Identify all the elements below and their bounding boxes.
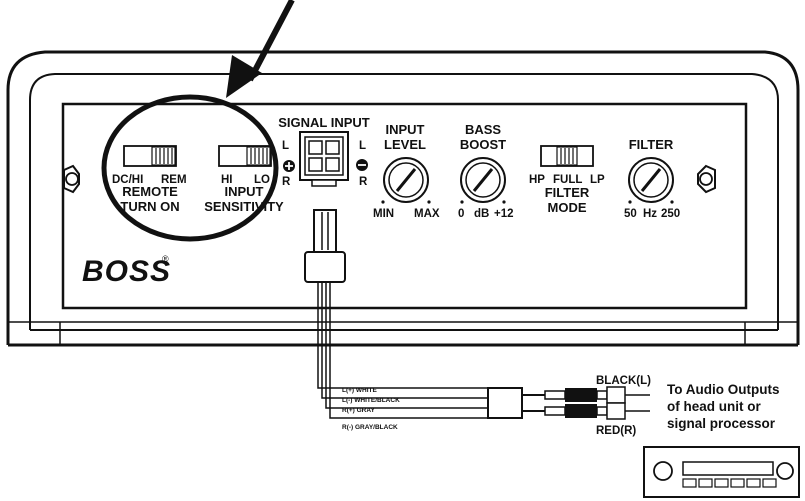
rca-splitter [487, 387, 566, 419]
filter-unit: Hz [643, 208, 657, 220]
filter-knob[interactable] [628, 157, 674, 203]
tick-dot [460, 200, 464, 204]
input-level-min: MIN [373, 208, 394, 220]
input-level-title-1: INPUT [386, 122, 425, 137]
sensitivity-left-label: HI [221, 174, 233, 186]
trademark-mark: ® [162, 254, 169, 264]
filter-mode-hp: HP [529, 174, 545, 186]
input-level-max: MAX [414, 208, 440, 220]
switch-knob [151, 146, 176, 166]
filter-title: FILTER [629, 137, 674, 152]
tick-dot [427, 200, 431, 204]
tick-dot [628, 200, 632, 204]
remote-right-label: REM [161, 174, 187, 186]
rca-red-label: RED(R) [596, 425, 636, 437]
minus-terminal-icon [356, 159, 368, 171]
caption-line-1: To Audio Outputs [667, 382, 779, 397]
remote-turn-on-switch[interactable] [123, 145, 177, 167]
sensitivity-title-1: INPUT [225, 184, 264, 199]
boss-logo: BOSS [82, 255, 171, 288]
wire-label-l-plus: L(+) WHITE [342, 387, 378, 394]
hex-screw-right-icon [697, 164, 716, 194]
bass-boost-low: 0 [458, 208, 464, 220]
wire-label-r-minus: R(-) GRAY/BLACK [342, 424, 398, 431]
tick-dot [670, 200, 674, 204]
hex-screw-left-icon [63, 164, 80, 194]
rca-plug-black [565, 386, 650, 404]
plus-terminal-icon [283, 160, 295, 172]
bass-boost-high: +12 [494, 208, 514, 220]
signal-input-connector[interactable] [299, 131, 349, 187]
remote-title-1: REMOTE [122, 184, 178, 199]
bass-boost-knob[interactable] [460, 157, 506, 203]
filter-mode-full: FULL [553, 174, 582, 186]
bass-boost-unit: dB [474, 208, 489, 220]
input-sensitivity-switch[interactable] [218, 145, 272, 167]
caption-line-3: signal processor [667, 416, 776, 431]
switch-knob [246, 146, 271, 166]
signal-input-left-top: L [282, 140, 289, 152]
sensitivity-title-2: SENSITIVITY [204, 199, 284, 214]
sensitivity-right-label: LO [254, 174, 270, 186]
bass-boost-title-1: BASS [465, 122, 501, 137]
signal-input-right-top: L [359, 140, 366, 152]
wire-label-l-minus: L(-) WHITE/BLACK [342, 397, 400, 404]
bass-boost-title-2: BOOST [460, 137, 506, 152]
caption-line-2: of head unit or [667, 399, 761, 414]
filter-mode-switch[interactable] [540, 145, 594, 167]
wire-label-r-plus: R(+) GRAY [342, 407, 375, 414]
tick-dot [381, 200, 385, 204]
pointer-arrow-icon [226, 0, 295, 98]
rca-plug-red [565, 402, 650, 420]
amplifier-chassis [6, 50, 800, 347]
remote-title-2: TURN ON [120, 199, 179, 214]
filter-high: 250 [661, 208, 680, 220]
filter-mode-title-1: FILTER [545, 185, 590, 200]
tick-dot [502, 200, 506, 204]
signal-input-right-bottom: R [359, 176, 368, 188]
filter-low: 50 [624, 208, 637, 220]
input-level-title-2: LEVEL [384, 137, 426, 152]
rca-black-label: BLACK(L) [596, 375, 651, 387]
signal-input-title: SIGNAL INPUT [278, 115, 370, 130]
input-level-knob[interactable] [383, 157, 429, 203]
input-plug [304, 209, 346, 283]
switch-knob [556, 146, 578, 166]
signal-input-left-bottom: R [282, 176, 291, 188]
remote-left-label: DC/HI [112, 174, 143, 186]
head-unit-icon [643, 446, 800, 498]
input-cable [317, 282, 488, 419]
filter-mode-title-2: MODE [548, 200, 587, 215]
filter-mode-lp: LP [590, 174, 605, 186]
highlight-circle [101, 94, 279, 242]
